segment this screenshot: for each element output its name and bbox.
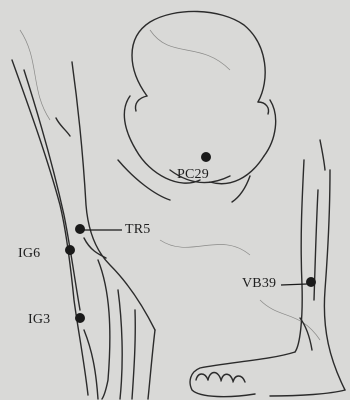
- point-ig6-label: IG6: [18, 247, 40, 261]
- point-pc29-label: PC29: [177, 168, 209, 182]
- point-tr5-label: TR5: [125, 223, 151, 237]
- point-ig6-dot: [65, 245, 75, 255]
- point-pc29-dot: [201, 152, 211, 162]
- point-vb39-dot: [306, 277, 316, 287]
- point-vb39-label: VB39: [242, 277, 276, 291]
- point-tr5-dot: [75, 224, 85, 234]
- point-ig3-dot: [75, 313, 85, 323]
- point-ig3-label: IG3: [28, 313, 50, 327]
